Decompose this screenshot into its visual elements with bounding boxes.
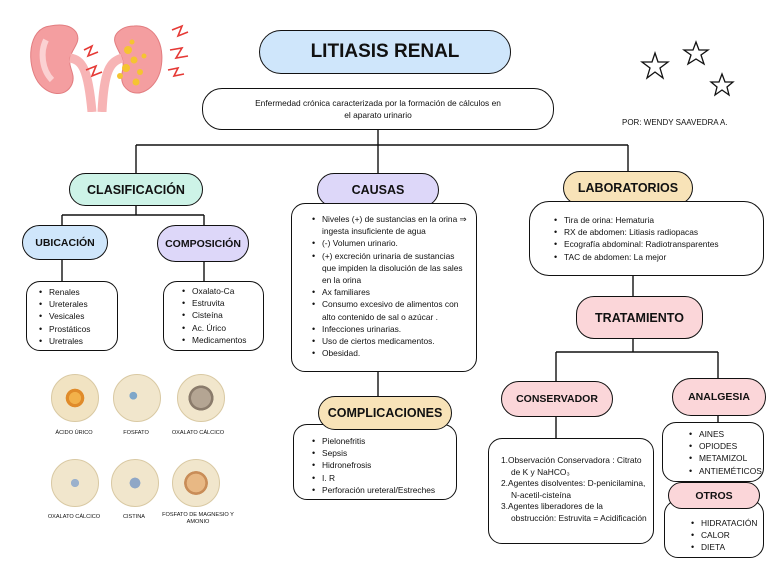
author-credit: POR: WENDY SAAVEDRA A. [622, 118, 728, 127]
clasificacion-node: CLASIFICACIÓN [69, 173, 203, 206]
complicaciones-node: COMPLICACIONES [318, 396, 452, 430]
list-item: Perforación ureteral/Estreches [312, 484, 452, 496]
analgesia-node: ANALGESIA [672, 378, 766, 416]
causas-list: Niveles (+) de sustancias en la orina ⇒ … [308, 213, 470, 360]
ubicacion-node: UBICACIÓN [22, 225, 108, 260]
title-node: LITIASIS RENAL [259, 30, 511, 74]
list-item: Medicamentos [182, 334, 259, 346]
struvite-stone-icon [172, 459, 220, 507]
definition-text: Enfermedad crónica caracterizada por la … [255, 98, 501, 120]
analgesia-list-box: AINES OPIODES METAMIZOL ANTIEMÉTICOS [662, 422, 764, 482]
list-item: TAC de abdomen: La mejor [554, 251, 759, 263]
conservador-list-box: 1.Observación Conservadora : Citrato de … [488, 438, 654, 544]
conservador-label: CONSERVADOR [516, 393, 598, 405]
page-title: LITIASIS RENAL [310, 41, 460, 62]
laboratorios-list-box: Tira de orina: Hematuria RX de abdomen: … [529, 201, 764, 276]
list-item: Estruvita [182, 297, 259, 309]
cystine-stone-icon [111, 459, 159, 507]
list-item: Obesidad. [312, 347, 470, 359]
complicaciones-list: Pielonefritis Sepsis Hidronefrosis I. R … [308, 435, 452, 496]
laboratorios-node: LABORATORIOS [563, 171, 693, 205]
list-item: (-) Volumen urinario. [312, 237, 470, 249]
list-item: HIDRATACIÓN [691, 517, 759, 529]
otros-node: OTROS [668, 482, 760, 509]
laboratorios-list: Tira de orina: Hematuria RX de abdomen: … [550, 214, 759, 263]
stone-caption: FOSFATO [123, 430, 149, 436]
list-item: Sepsis [312, 447, 452, 459]
list-item: Tira de orina: Hematuria [554, 214, 759, 226]
clasificacion-label: CLASIFICACIÓN [87, 182, 185, 197]
definition-node: Enfermedad crónica caracterizada por la … [202, 88, 554, 130]
stone-caption: OXALATO CÁLCICO [171, 430, 225, 436]
complicaciones-list-box: Pielonefritis Sepsis Hidronefrosis I. R … [293, 424, 457, 500]
list-item: Cisteína [182, 309, 259, 321]
list-item: Niveles (+) de sustancias en la orina ⇒ … [312, 213, 470, 237]
conservador-node: CONSERVADOR [501, 381, 613, 417]
conservador-list: 1.Observación Conservadora : Citrato de … [501, 455, 647, 525]
stone-caption: OXALATO CÁLCICO [47, 514, 101, 520]
kidney-stones-illustration [30, 24, 189, 112]
list-item: Pielonefritis [312, 435, 452, 447]
list-item: (+) excreción urinaria de sustancias que… [312, 250, 470, 287]
composicion-node: COMPOSICIÓN [157, 225, 249, 262]
list-item: METAMIZOL [689, 452, 759, 464]
list-item: OPIODES [689, 440, 759, 452]
list-item: ANTIEMÉTICOS [689, 465, 762, 477]
list-item: Infecciones urinarias. [312, 323, 470, 335]
tratamiento-label: TRATAMIENTO [595, 310, 684, 325]
list-item: Oxalato-Ca [182, 285, 259, 297]
analgesia-label: ANALGESIA [688, 391, 750, 403]
list-item: Uretrales [39, 335, 113, 347]
list-item: Ac. Úrico [182, 322, 259, 334]
stone-caption: ÁCIDO ÚRICO [55, 430, 93, 436]
list-item: Renales [39, 286, 113, 298]
causas-label: CAUSAS [351, 183, 405, 197]
list-item: Uso de ciertos medicamentos. [312, 335, 470, 347]
analgesia-list: AINES OPIODES METAMIZOL ANTIEMÉTICOS [685, 428, 762, 477]
ubicacion-list-box: Renales Ureterales Vesicales Prostáticos… [26, 281, 118, 351]
stone-caption: CISTINA [122, 514, 146, 520]
ubicacion-list: Renales Ureterales Vesicales Prostáticos… [35, 286, 113, 347]
list-item: Vesicales [39, 310, 113, 322]
list-item: Ureterales [39, 298, 113, 310]
calcium-oxalate-crystal-icon [51, 459, 99, 507]
otros-list: HIDRATACIÓN CALOR DIETA [687, 517, 759, 554]
list-item: CALOR [691, 529, 759, 541]
ubicacion-label: UBICACIÓN [35, 236, 95, 249]
list-item: I. R [312, 472, 452, 484]
list-item: Consumo excesivo de alimentos con alto c… [312, 298, 470, 322]
list-item: Prostáticos [39, 323, 113, 335]
composicion-list: Oxalato-Ca Estruvita Cisteína Ac. Úrico … [178, 285, 259, 346]
list-item: Ecografía abdominal: Radiotransparentes [554, 238, 759, 250]
calcium-oxalate-stone-icon [177, 374, 225, 422]
stars-decoration [640, 40, 735, 97]
stone-caption: FOSFATO DE MAGNESIO Y AMONIO [162, 512, 234, 525]
list-item: 3.Agentes liberadores de la obstrucción:… [501, 501, 647, 523]
composicion-label: COMPOSICIÓN [165, 237, 241, 250]
laboratorios-label: LABORATORIOS [577, 181, 679, 195]
complicaciones-label: COMPLICACIONES [327, 406, 443, 420]
uric-acid-stone-icon [51, 374, 99, 422]
list-item: RX de abdomen: Litiasis radiopacas [554, 226, 759, 238]
otros-label: OTROS [695, 489, 733, 502]
list-item: 2.Agentes disolventes: D-penicilamina, N… [501, 478, 646, 500]
list-item: 1.Observación Conservadora : Citrato de … [501, 455, 642, 477]
otros-list-box: HIDRATACIÓN CALOR DIETA [664, 500, 764, 558]
list-item: AINES [689, 428, 759, 440]
list-item: Hidronefrosis [312, 459, 452, 471]
causas-node: CAUSAS [317, 173, 439, 207]
list-item: Ax familiares [312, 286, 470, 298]
causas-list-box: Niveles (+) de sustancias en la orina ⇒ … [291, 203, 477, 372]
composicion-list-box: Oxalato-Ca Estruvita Cisteína Ac. Úrico … [163, 281, 264, 351]
tratamiento-node: TRATAMIENTO [576, 296, 703, 339]
phosphate-stone-icon [113, 374, 161, 422]
list-item: DIETA [691, 541, 759, 553]
